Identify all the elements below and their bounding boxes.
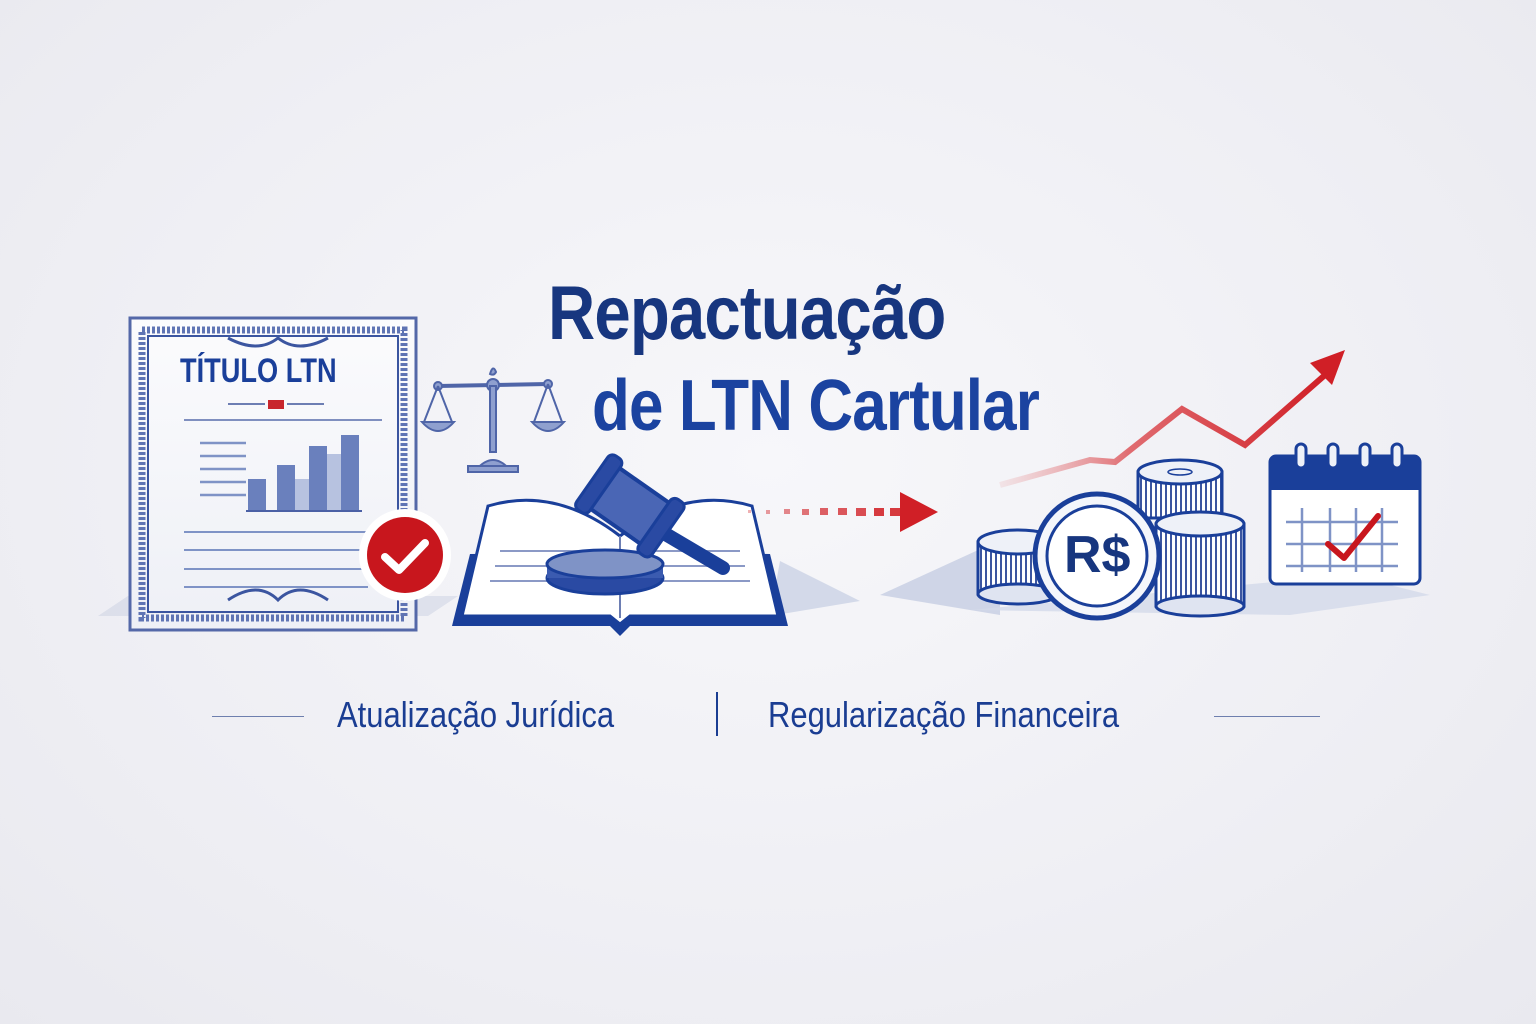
check-badge-icon — [359, 509, 451, 601]
banner-title-line1: Repactuação — [548, 271, 946, 356]
right-divider-rule — [1214, 716, 1320, 717]
document-heading: TÍTULO LTN — [180, 352, 337, 390]
bar-chart-icon — [246, 435, 362, 512]
banner-title-line2: de LTN Cartular — [592, 366, 1040, 446]
trend-up-arrow-icon — [999, 350, 1345, 488]
scales-of-justice-icon — [419, 367, 567, 473]
coin-stack-icon — [976, 458, 1246, 621]
subtitle-separator — [716, 692, 718, 736]
coin-symbol: R$ — [1064, 526, 1131, 584]
left-divider-rule — [212, 716, 304, 717]
subtitle-legal-update: Atualização Jurídica — [337, 694, 615, 735]
calendar-check-icon — [1268, 442, 1422, 586]
gavel-icon — [545, 453, 730, 596]
subtitle-financial-regularization: Regularização Financeira — [768, 694, 1120, 735]
dashed-arrow-icon — [748, 492, 938, 532]
